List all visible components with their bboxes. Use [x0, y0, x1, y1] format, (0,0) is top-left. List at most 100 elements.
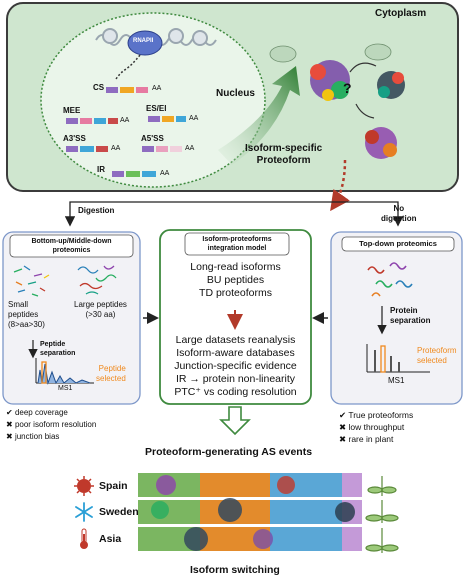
cross-icon: ✖: [6, 420, 13, 429]
no-digestion-arrow: [233, 201, 404, 227]
peptide-separation-line1: Peptide: [40, 341, 66, 348]
small-peptides-line3: (8>aa>30): [8, 320, 45, 329]
model-output-4: IR → protein non-linearity: [175, 373, 296, 385]
proteoform-label: Isoform-specific Proteoform: [245, 143, 322, 167]
splice-tag-mee: AA: [120, 117, 130, 124]
rnap-complex: [127, 30, 163, 56]
peptide-selected-line2: selected: [96, 374, 126, 383]
model-input-2: BU peptides: [206, 274, 265, 286]
nucleus-label: Nucleus: [216, 88, 255, 99]
events-table: [138, 473, 362, 551]
nucleus: [40, 12, 266, 188]
top-down-title: Top-down proteomics: [359, 239, 437, 248]
no-digestion-label: No digestion: [381, 204, 417, 224]
plant-icon: [365, 476, 399, 553]
splice-label-cs: CS: [93, 83, 105, 92]
condition-asia-label: Asia: [99, 533, 122, 545]
splice-tag-esei: AA: [189, 115, 199, 122]
model-inputs: Long-read isoforms BU peptides TD proteo…: [160, 261, 311, 300]
cross-icon: ✖: [339, 422, 347, 432]
small-peptides-icon: [13, 265, 50, 297]
large-peptides-line1: Large peptides: [74, 300, 127, 309]
model-to-events-arrow: [219, 406, 251, 436]
events-title: Proteoform-generating AS events: [145, 446, 313, 458]
small-peptides-line2: peptides: [8, 310, 39, 319]
small-peptides-line1: Small: [8, 300, 29, 309]
large-peptides-icon: [77, 265, 117, 295]
model-output-2: Isoform-aware databases: [176, 347, 295, 359]
peptide-selected-label: Peptide selected: [96, 364, 126, 384]
top-down-notes: ✔ True proteoforms ✖ low throughput ✖ ra…: [339, 409, 413, 445]
proteoform-structures: [310, 60, 405, 159]
no-digestion-line2: digestion: [381, 214, 417, 223]
model-input-1: Long-read isoforms: [190, 261, 281, 273]
splice-tag-a3ss: AA: [111, 145, 121, 152]
no-digestion-line1: No: [393, 204, 405, 213]
ms1-left-label: MS1: [58, 385, 73, 392]
translation-arrow: [218, 66, 300, 165]
bottom-up-title-line1: Bottom-up/Middle-down: [31, 238, 112, 245]
bottom-up-note-2: ✖ poor isoform resolution: [6, 419, 96, 431]
small-peptides-label: Small peptides (8>aa>30): [8, 300, 45, 330]
ms1-spectrum-left: [35, 358, 94, 385]
bottom-up-title-box: [9, 234, 134, 258]
top-down-panel: [330, 231, 463, 405]
proteoform-label-line2: Proteoform: [256, 155, 311, 166]
nucleus-to-model-arrow: [330, 159, 350, 212]
top-down-title-box: [341, 236, 455, 252]
cross-icon: ✖: [6, 432, 13, 441]
splice-label-mee: MEE: [63, 106, 81, 115]
model-title-line1: Isoform-proteoforms: [202, 236, 272, 243]
digestion-arrow: [64, 201, 233, 227]
question-mark: ?: [343, 80, 352, 96]
bottom-up-note-3: ✖ junction bias: [6, 431, 96, 443]
proteoform-selected-line1: Proteoform: [417, 346, 457, 355]
bottom-up-note-1: ✔ deep coverage: [6, 407, 96, 419]
isoform-switching-label: Isoform switching: [190, 564, 280, 576]
cytoplasm-label: Cytoplasm: [375, 8, 427, 19]
model-title: Isoform-proteoforms integration model: [185, 235, 289, 253]
thermometer-icon: [80, 528, 88, 549]
model-output-5: PTC⁺ vs coding resolution: [174, 386, 297, 398]
ribosome-icon: [269, 43, 392, 63]
large-peptides-label: Large peptides (>30 aa): [74, 300, 127, 320]
top-down-note-3-text: rare in plant: [348, 434, 394, 444]
check-icon: ✔: [339, 410, 347, 420]
ms1-right-label: MS1: [388, 376, 405, 385]
proteoform-label-line1: Isoform-specific: [245, 143, 323, 154]
splice-label-a3ss: A3'SS: [63, 134, 86, 143]
model-title-box: [184, 232, 290, 256]
snowflake-icon: [75, 502, 93, 522]
check-icon: ✔: [6, 408, 13, 417]
rnap-label: RNAPII: [133, 38, 154, 44]
top-down-note-2: ✖ low throughput: [339, 421, 413, 433]
splice-tag-a5ss: AA: [185, 145, 195, 152]
bottom-up-note-2-text: poor isoform resolution: [14, 420, 97, 429]
top-down-note-1-text: True proteoforms: [348, 410, 414, 420]
peptide-separation-line2: separation: [40, 350, 76, 357]
virus-icon: [74, 476, 94, 496]
splice-tag-cs: AA: [152, 85, 162, 92]
bottom-up-title-line2: proteomics: [52, 247, 91, 254]
splice-label-a5ss: A5'SS: [141, 134, 164, 143]
peptide-selected-line1: Peptide: [98, 364, 126, 373]
splice-tag-ir: AA: [160, 170, 170, 177]
digestion-label: Digestion: [78, 206, 115, 215]
condition-sweden-label: Sweden: [99, 506, 139, 518]
model-outputs: Large datasets reanalysis Isoform-aware …: [160, 334, 311, 399]
top-down-note-3: ✖ rare in plant: [339, 433, 413, 445]
bottom-up-note-1-text: deep coverage: [14, 408, 68, 417]
splice-label-esei: ES/EI: [146, 104, 167, 113]
proteoform-selected-line2: selected: [417, 356, 447, 365]
bottom-up-title: Bottom-up/Middle-down proteomics: [10, 237, 133, 255]
bottom-up-note-3-text: junction bias: [14, 432, 60, 441]
nascent-rna: [115, 54, 141, 80]
cross-icon: ✖: [339, 434, 347, 444]
protein-structures-icon: [367, 262, 413, 297]
protein-separation-label: Protein separation: [390, 306, 430, 326]
condition-spain-label: Spain: [99, 480, 128, 492]
model-output-1: Large datasets reanalysis: [175, 334, 296, 346]
ms1-spectrum-right: [366, 344, 430, 373]
proteoform-selected-label: Proteoform selected: [417, 346, 457, 366]
